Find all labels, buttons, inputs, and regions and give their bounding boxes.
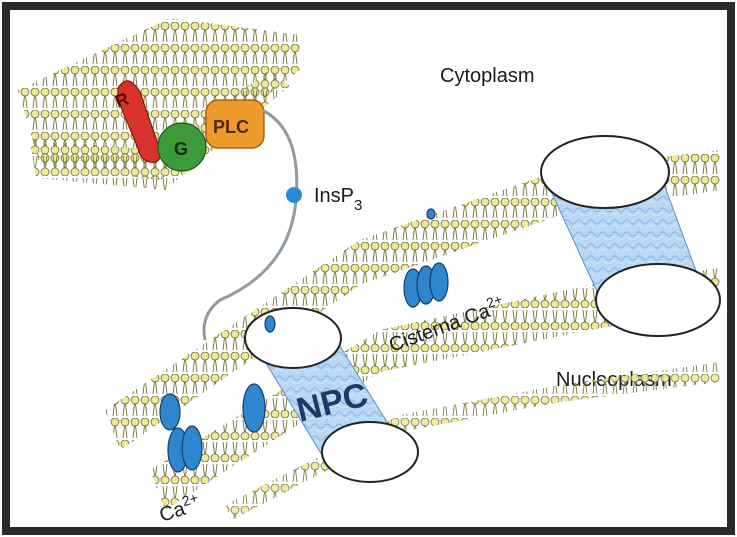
plc-label: PLC	[213, 117, 249, 137]
g-protein-label: G	[174, 139, 188, 159]
g-protein: G	[158, 123, 206, 171]
cytoplasm-label: Cytoplasm	[440, 65, 534, 87]
insp3-label: InsP	[314, 185, 354, 207]
insp3-subscript: 3	[354, 197, 362, 214]
dot-icon	[286, 187, 302, 203]
plc-enzyme: PLC	[206, 100, 264, 148]
